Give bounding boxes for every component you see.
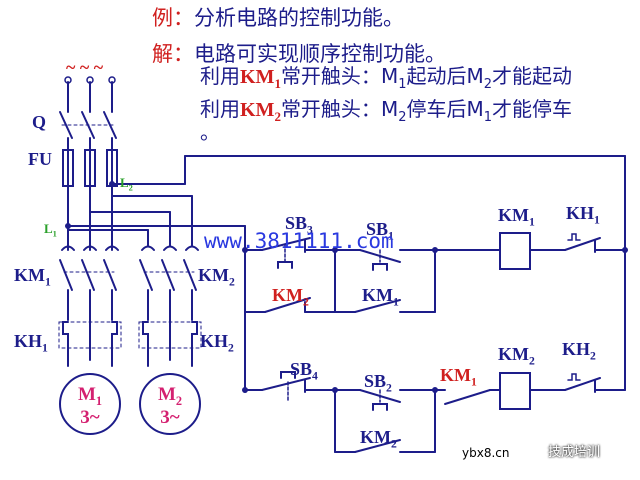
fuses-fu — [62, 149, 118, 187]
kh1-thermal-element — [58, 319, 122, 367]
line1-prefix: 利用 — [200, 64, 240, 88]
motor-m2-name: M2 — [157, 384, 183, 408]
km1-main-contacts — [59, 231, 119, 321]
line2-text: M2停车后M1才能停车 — [380, 97, 573, 125]
motor-m2-symbol — [139, 373, 201, 435]
explanation-line-3: 。 — [200, 120, 220, 144]
kh2-thermal-element — [138, 319, 202, 367]
motor-m2-phase: 3~ — [160, 407, 180, 428]
label-l2: L2 — [120, 175, 133, 193]
label-kh2-main: KH2 — [200, 331, 234, 355]
label-fu: FU — [28, 149, 52, 169]
explanation-line-1: 利用KM1常开触头：M1起动后M2才能起动 — [200, 66, 572, 91]
explanation-line-2: 利用KM2常开触头：M2停车后M1才能停车 — [200, 99, 572, 124]
km2-coil-symbol — [499, 372, 531, 410]
label-kh1-main: KH1 — [14, 331, 48, 355]
label-km1-series: KM1 — [440, 365, 477, 389]
label-sb2: SB2 — [364, 371, 392, 395]
line2-mid: 常开触头： — [280, 97, 381, 121]
label-sb4: SB4 — [290, 359, 318, 383]
line1-text: M1起动后M2才能起动 — [380, 64, 573, 92]
answer-line: 解：电路可实现顺序控制功能。 — [152, 44, 446, 65]
watermark-url: www.3811111.com — [204, 229, 394, 253]
label-km1-main: KM1 — [14, 265, 51, 289]
label-kh2-contact: KH2 — [562, 339, 596, 363]
label-km2-hold-upper: KM2 — [272, 285, 309, 309]
answer-text: 电路可实现顺序控制功能。 — [194, 42, 446, 66]
example-line: 例：分析电路的控制功能。 — [152, 8, 404, 29]
line2-prefix: 利用 — [200, 97, 240, 121]
km1-coil-symbol — [499, 232, 531, 270]
main-switch-q — [59, 81, 117, 151]
junction-dots — [65, 181, 628, 393]
motor-m1-symbol — [59, 373, 121, 435]
label-km1-hold: KM1 — [362, 285, 399, 309]
footer-site: ybx8.cn — [462, 446, 510, 460]
footer-brand: 技成培训 — [548, 445, 601, 460]
sb2-start-button-symbol — [334, 389, 436, 411]
supply-tilde: ~ ~ ~ — [66, 57, 104, 77]
label-km2-main: KM2 — [198, 265, 235, 289]
label-q: Q — [32, 112, 47, 132]
label-sb1: SB1 — [366, 219, 394, 243]
motor-m1-name: M1 — [77, 384, 103, 408]
line2-contact: KM2 — [240, 99, 281, 124]
label-l1: L1 — [44, 221, 57, 239]
label-km2-coil: KM2 — [498, 344, 535, 368]
label-sb3: SB3 — [285, 213, 313, 237]
answer-label: 解： — [152, 42, 194, 66]
example-label: 例： — [152, 6, 194, 30]
supply-terminals — [64, 76, 116, 84]
label-km1-coil: KM1 — [498, 205, 535, 229]
motor-m1-phase: 3~ — [80, 407, 100, 428]
line1-contact: KM1 — [240, 66, 281, 91]
line1-mid: 常开触头： — [280, 64, 381, 88]
km2-main-contacts — [139, 245, 199, 321]
example-text: 分析电路的控制功能。 — [194, 6, 404, 30]
label-kh1-contact: KH1 — [566, 203, 600, 227]
label-km2-hold: KM2 — [360, 427, 397, 451]
sb1-start-button-symbol — [334, 249, 436, 271]
